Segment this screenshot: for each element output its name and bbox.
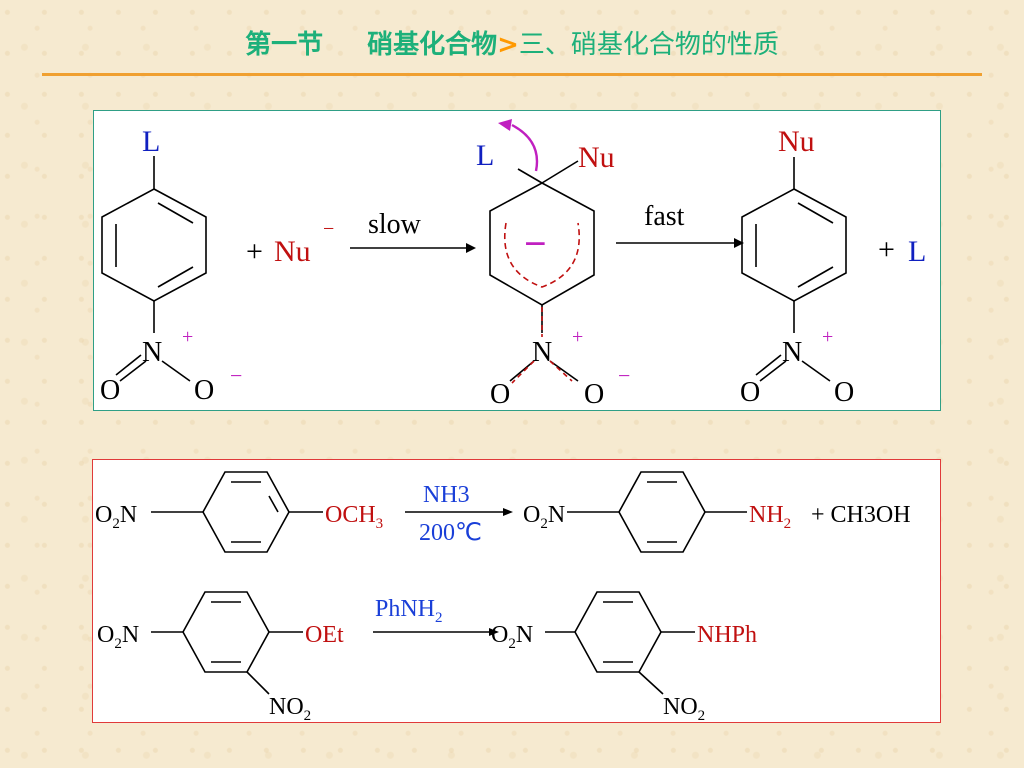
step-slow-label: slow: [368, 209, 422, 240]
mechanism-panel: L N + O O − + Nu − slow fast L Nu − N + …: [93, 110, 941, 411]
mechanism-diagram: L N + O O − + Nu − slow fast L Nu − N + …: [100, 119, 926, 410]
section-label: 第一节: [245, 30, 324, 60]
r1-methoxy-group: OCH3: [325, 502, 383, 532]
r1-reaction-temperature: 200℃: [419, 520, 482, 546]
examples-panel: O2N OCH3 NH3 200℃ O2N NH2 + CH3OH O2N OE…: [92, 459, 941, 723]
intermediate-nitro-o-right: O: [584, 379, 604, 410]
ring-negative-charge: −: [524, 221, 547, 266]
r2-anilino-group: NHPh: [697, 622, 757, 648]
r1-methanol-byproduct: + CH3OH: [811, 502, 911, 528]
intermediate-nitro-o-left: O: [490, 379, 510, 410]
reactant-nitro-n: N: [142, 337, 162, 368]
intermediate-nitro-plus: +: [572, 326, 583, 348]
intermediate-nitro-n: N: [532, 337, 552, 368]
r2-ethoxy-group: OEt: [305, 622, 344, 648]
r1-product-nitro: O2N: [523, 502, 565, 532]
page-title: 第一节 硝基化合物>三、硝基化合物的性质: [0, 24, 1024, 61]
reactant-nitro-o-left: O: [100, 375, 120, 406]
r2-product-ortho-nitro: NO2: [663, 694, 705, 722]
product-leaving-group: L: [908, 235, 926, 268]
r2-reactant-nitro: O2N: [97, 622, 139, 652]
reactant-leaving-group: L: [142, 125, 160, 158]
nucleophile-charge: −: [323, 218, 334, 240]
product-nitro-n: N: [782, 337, 802, 368]
step-fast-label: fast: [644, 201, 685, 232]
title-divider: [42, 73, 982, 76]
intermediate-nitro-minus: −: [618, 363, 630, 388]
intermediate-nucleophile: Nu: [578, 141, 615, 174]
r1-amino-group: NH2: [749, 502, 791, 532]
r1-reagent-ammonia: NH3: [423, 482, 470, 508]
chapter-label: 硝基化合物: [367, 30, 498, 60]
product-nitro-plus: +: [822, 326, 833, 348]
reagent-plus: +: [246, 235, 263, 268]
reactant-nitro-o-right: O: [194, 375, 214, 406]
product-nitro-o-left: O: [740, 377, 760, 408]
topic-label: 三、硝基化合物的性质: [518, 30, 779, 60]
examples-diagram: O2N OCH3 NH3 200℃ O2N NH2 + CH3OH O2N OE…: [95, 471, 911, 722]
r2-reagent-aniline: PhNH2: [375, 596, 443, 626]
r2-product-nitro: O2N: [491, 622, 533, 652]
nucleophile-label: Nu: [274, 235, 311, 268]
reactant-nitro-plus: +: [182, 326, 193, 348]
intermediate-leaving-group: L: [476, 139, 494, 172]
title-separator: >: [497, 30, 519, 60]
reactant-nitro-minus: −: [230, 363, 242, 388]
r1-reactant-nitro: O2N: [95, 502, 137, 532]
r2-reactant-ortho-nitro: NO2: [269, 694, 311, 722]
product-nitro-o-right: O: [834, 377, 854, 408]
product-plus: +: [878, 233, 895, 266]
product-nucleophile: Nu: [778, 125, 815, 158]
